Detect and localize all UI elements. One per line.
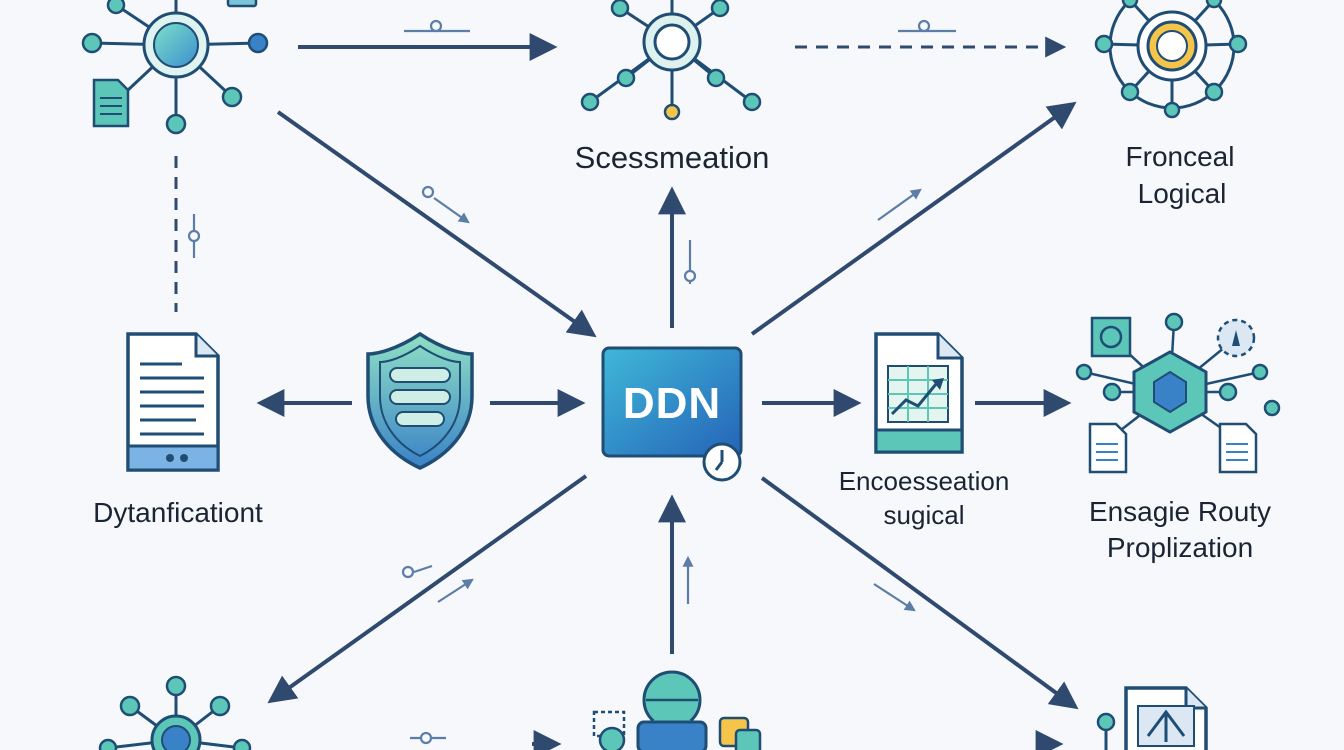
file-icon (92, 78, 130, 128)
chart-document-icon (874, 332, 964, 454)
encoesseation-label: Encoesseation (839, 466, 1010, 496)
link-glyph-3 (187, 214, 201, 258)
link-glyph-1 (404, 19, 470, 33)
connectors (174, 33, 1079, 750)
link-glyph-5 (683, 240, 697, 284)
network-hub-icon (81, 0, 269, 135)
mini-doc-left (1088, 422, 1128, 474)
scessmeation-hub-icon (580, 0, 762, 121)
document-icon (126, 332, 220, 472)
link-glyph-7 (401, 564, 474, 603)
arrow-center-to-bottomleft (267, 474, 588, 704)
ddn-node: DDN (601, 346, 743, 482)
scessmeation-label: Scessmeation (575, 140, 770, 175)
link-glyphs (187, 19, 956, 745)
bottom-center-hub-icon (592, 670, 762, 750)
shield-icon (366, 331, 474, 470)
proplization-label: Proplization (1107, 532, 1253, 563)
link-glyph-2 (898, 19, 956, 33)
bottom-right-document-icon (1096, 686, 1208, 750)
clock-icon (702, 442, 742, 482)
dytanficationt-label: Dytanficationt (93, 497, 263, 528)
link-glyph-6 (877, 188, 922, 221)
sugical-label: sugical (884, 500, 965, 530)
bottom-left-hub-icon (98, 675, 252, 750)
link-glyph-10 (410, 731, 446, 745)
arrow-center-to-topright (750, 101, 1077, 336)
ensagie-routy-label: Ensagie Routy (1089, 496, 1271, 527)
fronceal-label: Fronceal (1126, 141, 1235, 172)
link-glyph-4 (421, 185, 470, 224)
ddn-label: DDN (623, 379, 721, 428)
logical-label: Logical (1138, 178, 1227, 209)
mini-doc-right (1218, 422, 1258, 474)
arrow-topleft-to-center (276, 110, 597, 338)
ring-network-icon (1094, 0, 1248, 119)
hexagon-network-icon (1075, 312, 1281, 474)
link-glyph-9 (873, 583, 916, 612)
arrow-center-to-bottomright (760, 476, 1079, 710)
